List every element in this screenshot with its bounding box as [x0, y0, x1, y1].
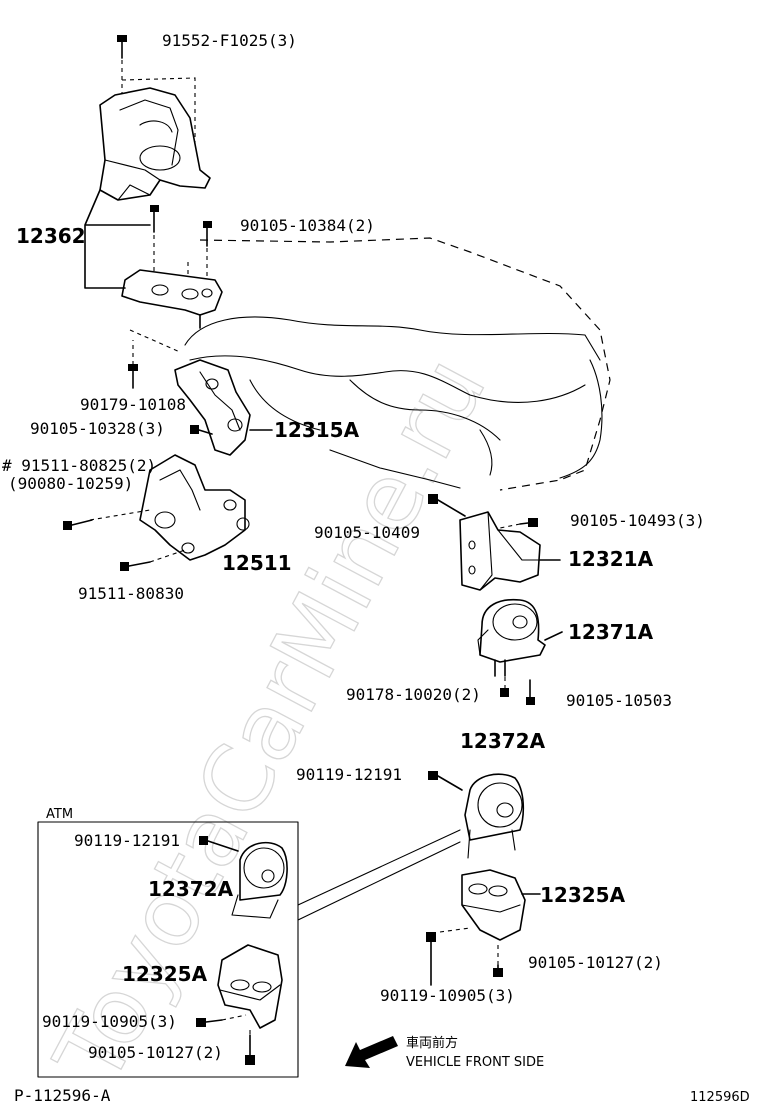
label-90105-10409: 90105-10409 [314, 523, 420, 542]
bolt-90119-12191-icon [428, 771, 463, 791]
atm-bolt-90119-10905-icon [196, 1018, 223, 1027]
atm-bracket-12325A[interactable] [196, 944, 283, 1065]
atm-bolt-90105-10127-icon [245, 1034, 255, 1065]
label-90178-10020: 90178-10020(2) [346, 685, 481, 704]
engine-outline [184, 237, 611, 491]
label-91511-80825: # 91511-80825(2) [2, 456, 156, 475]
figure-code: 112596D [690, 1090, 750, 1105]
bolt-91511-80825-icon [63, 519, 93, 530]
label-90105-10328: 90105-10328(3) [30, 419, 165, 438]
label-12371A: 12371A [568, 620, 654, 644]
diagram-id: P-112596-A [14, 1086, 111, 1105]
bolt-90105-10409-icon [428, 494, 466, 517]
front-arrow-icon [345, 1036, 398, 1068]
label-12321A: 12321A [568, 547, 654, 571]
engine-mount-bracket-12511[interactable] [63, 454, 250, 571]
label-90119-10905: 90119-10905(3) [380, 986, 515, 1005]
bolt-91552-icon [117, 35, 127, 59]
label-91552-F1025: 91552-F1025(3) [162, 31, 297, 50]
engine-mount-insulator-12372A[interactable] [428, 771, 525, 859]
engine-mount-bracket-12321A[interactable] [428, 494, 561, 591]
engine-mount-bracket-12362[interactable] [84, 35, 223, 329]
front-label-jp: 車両前方 [406, 1035, 458, 1051]
bolt-90105-10503-icon [526, 679, 535, 705]
label-12325A: 12325A [540, 883, 626, 907]
label-12315A: 12315A [274, 418, 360, 442]
label-91511-80830: 91511-80830 [78, 584, 184, 603]
atm-label-12372A: 12372A [148, 877, 234, 901]
label-90080-10259: (90080-10259) [8, 474, 133, 493]
label-90105-10503: 90105-10503 [566, 691, 672, 710]
label-12362: 12362 [16, 224, 86, 248]
nut-90178-icon [500, 688, 509, 697]
atm-inset [37, 821, 461, 1078]
atm-label-90119-10905: 90119-10905(3) [42, 1012, 177, 1031]
atm-label-90119-12191: 90119-12191 [74, 831, 180, 850]
bolt-icon [150, 205, 159, 233]
nut-90179-icon [128, 364, 138, 389]
bolt-90105-10127-icon [493, 964, 503, 977]
atm-label-12325A: 12325A [122, 962, 208, 986]
label-90105-10127: 90105-10127(2) [528, 953, 663, 972]
engine-mount-bracket-12325A[interactable] [426, 869, 541, 986]
bolt-90105-10493-icon [519, 518, 538, 527]
atm-label-90105-10127: 90105-10127(2) [88, 1043, 223, 1062]
label-12511: 12511 [222, 551, 292, 575]
label-90179-10108: 90179-10108 [80, 395, 186, 414]
bolt-90105-10384-icon [203, 221, 212, 247]
label-90119-12191: 90119-12191 [296, 765, 402, 784]
bolt-90105-10328-icon [190, 425, 213, 435]
label-90105-10493: 90105-10493(3) [570, 511, 705, 530]
atm-title: ATM [46, 807, 73, 822]
label-90105-10384: 90105-10384(2) [240, 216, 375, 235]
atm-bolt-90119-12191-icon [199, 836, 239, 852]
bolt-91511-80830-icon [120, 561, 151, 571]
bolt-90119-10905-icon [426, 932, 436, 986]
engine-mount-insulator-12371A[interactable] [477, 598, 563, 705]
front-label-en: VEHICLE FRONT SIDE [406, 1055, 544, 1070]
engine-mount-bracket-12315A[interactable] [128, 329, 273, 456]
atm-insulator-12372A[interactable] [199, 836, 288, 919]
label-12372A: 12372A [460, 729, 546, 753]
